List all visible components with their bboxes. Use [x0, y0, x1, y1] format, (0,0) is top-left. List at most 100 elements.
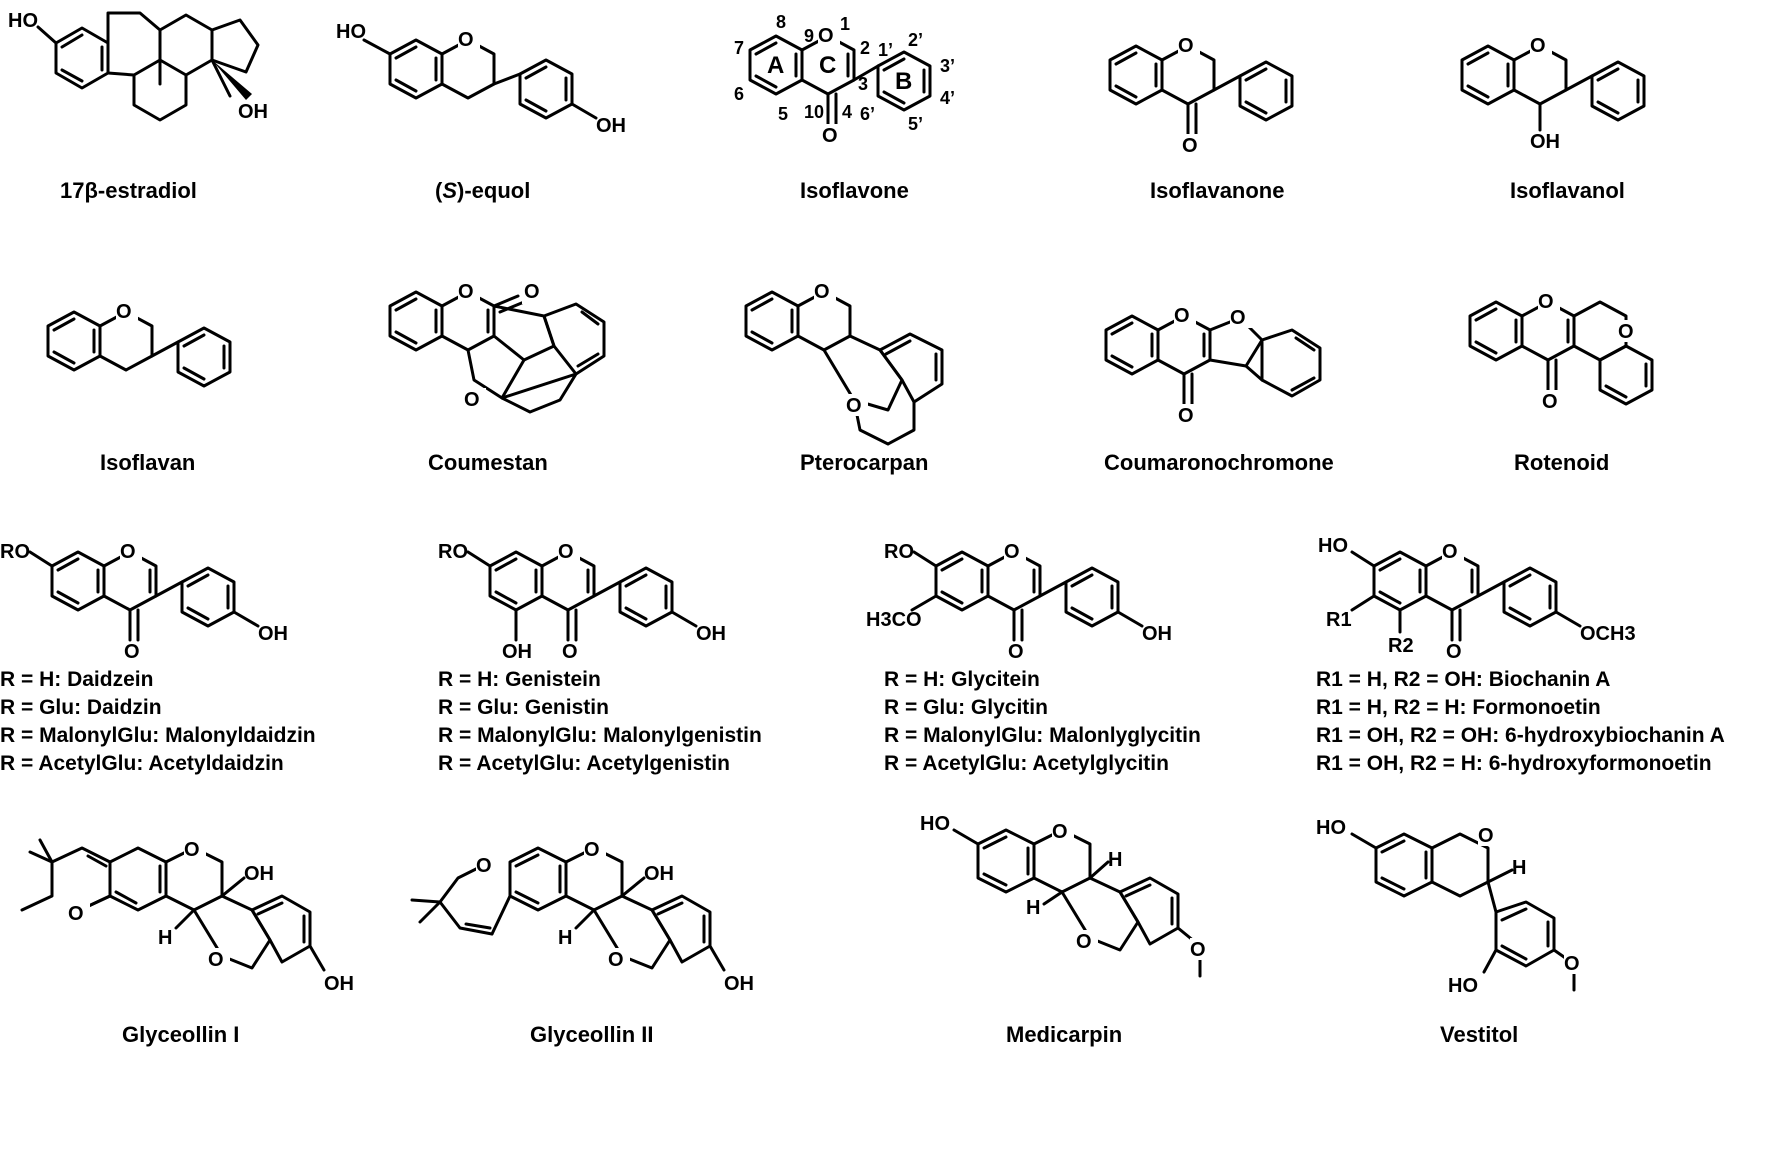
- compound-name: Rotenoid: [1514, 450, 1609, 475]
- num-5: 5: [778, 104, 788, 124]
- label-o2: O: [124, 641, 140, 663]
- legend-line: R = AcetylGlu: Acetylglycitin: [884, 752, 1169, 775]
- label-h2: H: [1026, 897, 1040, 919]
- num-9: 9: [804, 26, 814, 46]
- label-o1: O: [458, 281, 474, 303]
- label-o2: O: [1182, 135, 1198, 157]
- label-oh: OH: [644, 863, 674, 885]
- label-o: O: [1478, 825, 1494, 847]
- compound-glycitein-family: O RO H3CO O OH R = H: Glycitein R = Glu:…: [866, 540, 1201, 775]
- label-h1: H: [1108, 849, 1122, 871]
- label-o1: O: [818, 25, 834, 47]
- label-o: O: [1530, 35, 1546, 57]
- label-oh: OH: [696, 623, 726, 645]
- compound-vestitol: HO O H HO O Vestitol: [1316, 817, 1586, 1047]
- label-o2: O: [1008, 641, 1024, 663]
- label-o: O: [116, 301, 132, 323]
- label-o2: O: [1564, 953, 1580, 975]
- label-oh: OH: [596, 115, 626, 137]
- num-5p: 5’: [908, 114, 923, 134]
- compound-coumestan: O O O Coumestan: [388, 280, 606, 475]
- compound-medicarpin: HO O H H O O Medicarpin: [920, 813, 1212, 1047]
- label-h: H: [558, 927, 572, 949]
- compound-isoflavanone: O O Isoflavanone: [1108, 34, 1294, 203]
- label-o2: O: [562, 641, 578, 663]
- compound-name: Isoflavan: [100, 450, 195, 475]
- label-o3: O: [1542, 391, 1558, 413]
- compound-biochanin-family: O HO R1 R2 O OCH3 R1 = H, R2 = OH: Bioch…: [1316, 535, 1725, 775]
- label-o2: O: [184, 839, 200, 861]
- label-o3: O: [464, 389, 480, 411]
- compound-name: (S)-equol: [435, 178, 530, 203]
- label-r1: R1: [1326, 609, 1352, 631]
- legend-line: R = Glu: Genistin: [438, 696, 609, 719]
- compound-glyceollin-i: O O OH H O OH Glyceollin I: [20, 838, 354, 1047]
- label-h: H: [158, 927, 172, 949]
- label-o1: O: [1174, 305, 1190, 327]
- compound-isoflavan: O Isoflavan: [46, 300, 232, 475]
- label-ho: HO: [336, 21, 366, 43]
- label-o1: O: [1538, 291, 1554, 313]
- label-oh: OH: [258, 623, 288, 645]
- label-ho: HO: [1318, 535, 1348, 557]
- label-o1: O: [476, 855, 492, 877]
- legend-line: R = AcetylGlu: Acetylgenistin: [438, 752, 730, 775]
- compound-name: Isoflavanone: [1150, 178, 1284, 203]
- num-3p: 3’: [940, 56, 955, 76]
- num-4: 4: [842, 102, 852, 122]
- ring-label-b: B: [895, 68, 912, 95]
- compound-name: Coumestan: [428, 450, 548, 475]
- label-o1: O: [1052, 821, 1068, 843]
- label-o2: O: [524, 281, 540, 303]
- label-ho: HO: [8, 10, 38, 32]
- label-o2: O: [584, 839, 600, 861]
- label-ho: HO: [1316, 817, 1346, 839]
- compound-name: Glyceollin I: [122, 1022, 239, 1047]
- label-o3: O: [208, 949, 224, 971]
- label-o2: O: [1230, 307, 1246, 329]
- label-o: O: [1178, 35, 1194, 57]
- compound-glyceollin-ii: O O OH H O OH Glyceollin II: [410, 838, 754, 1047]
- legend-line: R = H: Daidzein: [0, 668, 153, 691]
- legend-line: R1 = H, R2 = OH: Biochanin A: [1316, 668, 1610, 691]
- legend-line: R = Glu: Glycitin: [884, 696, 1048, 719]
- legend-line: R1 = H, R2 = H: Formonoetin: [1316, 696, 1601, 719]
- legend-line: R = MalonylGlu: Malonyldaidzin: [0, 724, 316, 747]
- label-o3: O: [1178, 405, 1194, 427]
- label-o4: O: [822, 125, 838, 147]
- label-o2: O: [1446, 641, 1462, 663]
- compound-daidzein-family: O RO O OH R = H: Daidzein R = Glu: Daidz…: [0, 540, 316, 775]
- compound-name: Vestitol: [1440, 1022, 1518, 1047]
- compound-name: Isoflavanol: [1510, 178, 1625, 203]
- label-o: O: [1004, 541, 1020, 563]
- num-1: 1: [840, 14, 850, 34]
- label-ho2: HO: [1448, 975, 1478, 997]
- label-oh: OH: [1142, 623, 1172, 645]
- legend-line: R = MalonylGlu: Malonlyglycitin: [884, 724, 1201, 747]
- label-o1: O: [814, 281, 830, 303]
- label-o2: O: [1076, 931, 1092, 953]
- compound-coumaronochromone: O O O Coumaronochromone: [1104, 304, 1334, 475]
- label-oh: OH: [1530, 131, 1560, 153]
- label-oh: OH: [238, 101, 268, 123]
- label-o: O: [458, 29, 474, 51]
- num-2p: 2’: [908, 30, 923, 50]
- label-ro: RO: [0, 541, 30, 563]
- label-h: H: [1512, 857, 1526, 879]
- compound-rotenoid: O O O Rotenoid: [1468, 290, 1654, 475]
- compound-name: Medicarpin: [1006, 1022, 1122, 1047]
- label-o3: O: [608, 949, 624, 971]
- legend-line: R1 = OH, R2 = H: 6-hydroxyformonoetin: [1316, 752, 1712, 775]
- compound-name: Isoflavone: [800, 178, 909, 203]
- compound-name: 17β-estradiol: [60, 178, 197, 203]
- legend-line: R1 = OH, R2 = OH: 6-hydroxybiochanin A: [1316, 724, 1725, 747]
- legend-line: R = H: Glycitein: [884, 668, 1040, 691]
- label-o1: O: [68, 903, 84, 925]
- num-10: 10: [804, 102, 824, 122]
- compound-genistein-family: O RO O OH OH R = H: Genistein R = Glu: G…: [438, 540, 762, 775]
- label-o3: O: [1190, 939, 1206, 961]
- num-7: 7: [734, 38, 744, 58]
- label-oh5: OH: [502, 641, 532, 663]
- num-3: 3: [858, 74, 868, 94]
- compound-17b-estradiol: HO OH 17β-estradiol: [8, 10, 268, 203]
